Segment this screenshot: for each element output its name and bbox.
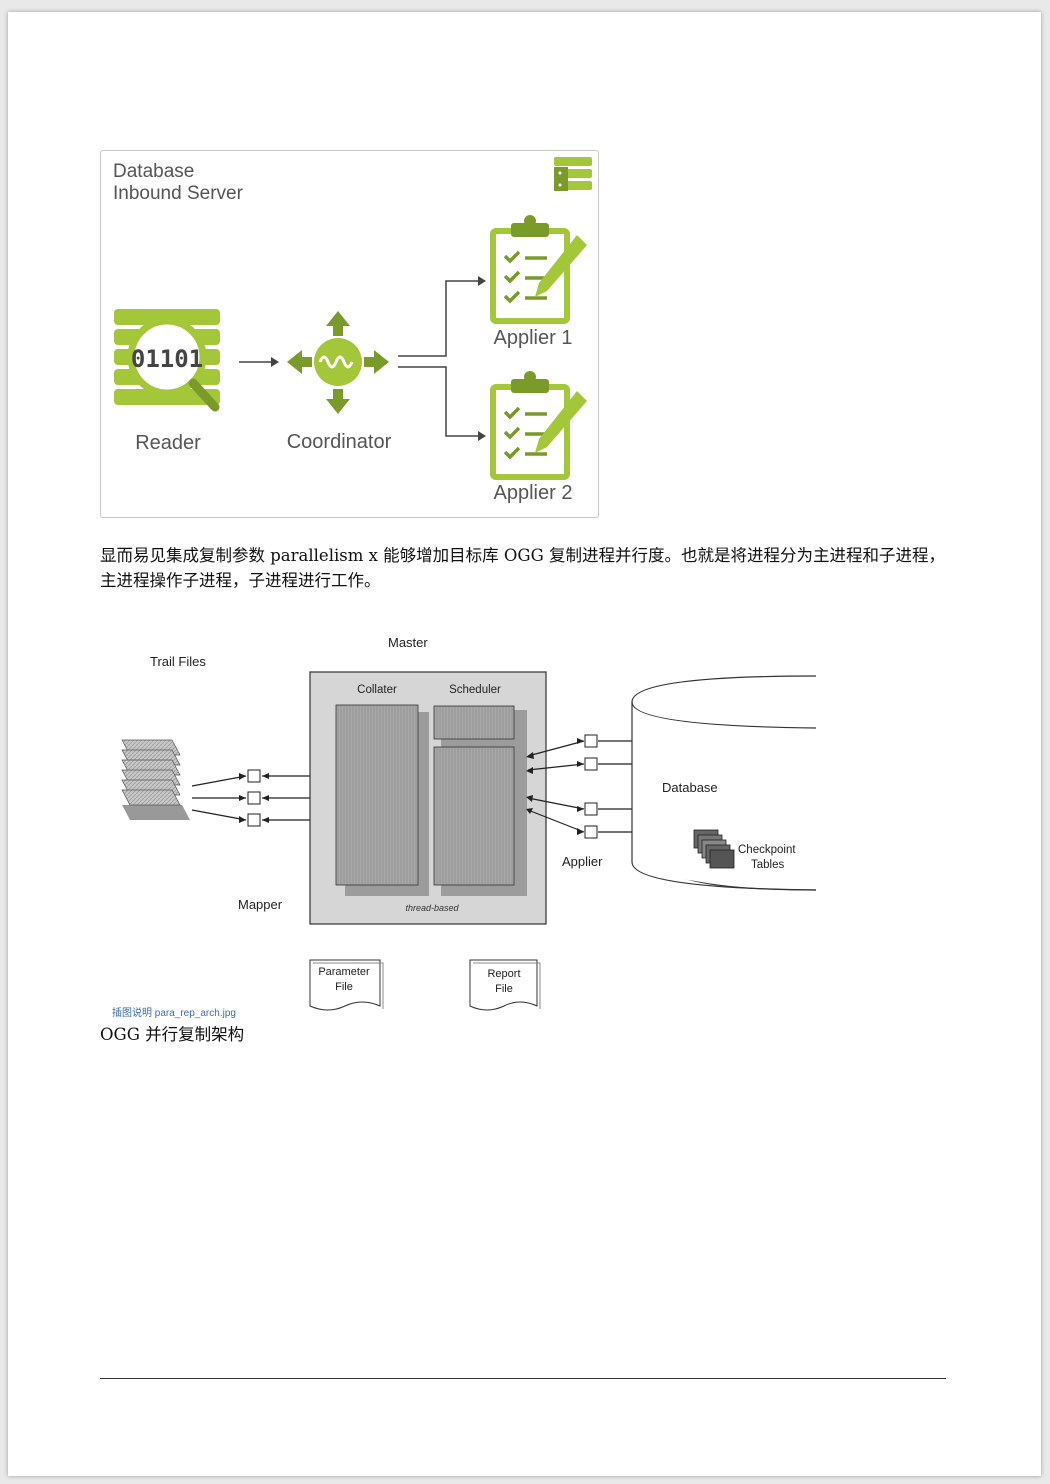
parallel-replication-diagram: Trail Files Master bbox=[121, 635, 817, 1011]
thread-based-label: thread-based bbox=[405, 903, 459, 913]
trail-files-stack-icon bbox=[121, 739, 190, 820]
document-page: Database Inbound Server 01101 bbox=[8, 12, 1041, 1476]
inbound-server-figure: Database Inbound Server 01101 bbox=[100, 150, 599, 518]
figure-title-line1: Database bbox=[113, 161, 194, 182]
applier-label: Applier bbox=[562, 854, 603, 869]
inbound-server-diagram: Database Inbound Server 01101 bbox=[113, 157, 592, 504]
parameter-file-line2: File bbox=[335, 981, 353, 993]
database-cylinder-icon bbox=[631, 675, 817, 891]
mapper-label: Mapper bbox=[238, 897, 283, 912]
footer-divider bbox=[100, 1378, 946, 1379]
reader-binary: 01101 bbox=[131, 345, 203, 373]
scheduler-label: Scheduler bbox=[449, 684, 501, 696]
checkpoint-tables-icon bbox=[693, 829, 735, 869]
reader-label: Reader bbox=[135, 432, 201, 454]
coordinator-arrows-icon bbox=[287, 311, 389, 414]
database-label: Database bbox=[662, 780, 718, 795]
applier1-label: Applier 1 bbox=[494, 327, 573, 349]
master-label: Master bbox=[388, 635, 428, 650]
report-file-line1: Report bbox=[487, 968, 520, 980]
server-stack-icon bbox=[554, 157, 592, 191]
mapper-connectors bbox=[191, 775, 330, 821]
parameter-file-line1: Parameter bbox=[318, 966, 370, 978]
report-file-icon bbox=[469, 959, 541, 1011]
body-paragraph: 显而易见集成复制参数 parallelism x 能够增加目标库 OGG 复制进… bbox=[100, 546, 946, 590]
coordinator-label: Coordinator bbox=[287, 431, 392, 453]
reader-magnifier-icon: 01101 bbox=[114, 309, 220, 412]
trail-files-label: Trail Files bbox=[150, 654, 206, 669]
clipboard-checklist-icon bbox=[490, 215, 587, 324]
parallel-replication-figure: Trail Files Master bbox=[100, 630, 820, 1020]
applier2-label: Applier 2 bbox=[494, 482, 573, 504]
image-caption: 插图说明 para_rep_arch.jpg bbox=[112, 1008, 236, 1019]
report-file-line2: File bbox=[495, 983, 513, 995]
clipboard-checklist-icon bbox=[490, 371, 587, 480]
master-box: Collater Scheduler thread-based bbox=[309, 671, 547, 925]
collater-label: Collater bbox=[357, 684, 397, 696]
figure-title-line2: Inbound Server bbox=[113, 183, 244, 204]
checkpoint-label-line1: Checkpoint bbox=[738, 844, 796, 856]
checkpoint-label-line2: Tables bbox=[751, 859, 784, 871]
parameter-file-icon bbox=[309, 959, 384, 1011]
figure-caption: OGG 并行复制架构 bbox=[100, 1025, 245, 1044]
